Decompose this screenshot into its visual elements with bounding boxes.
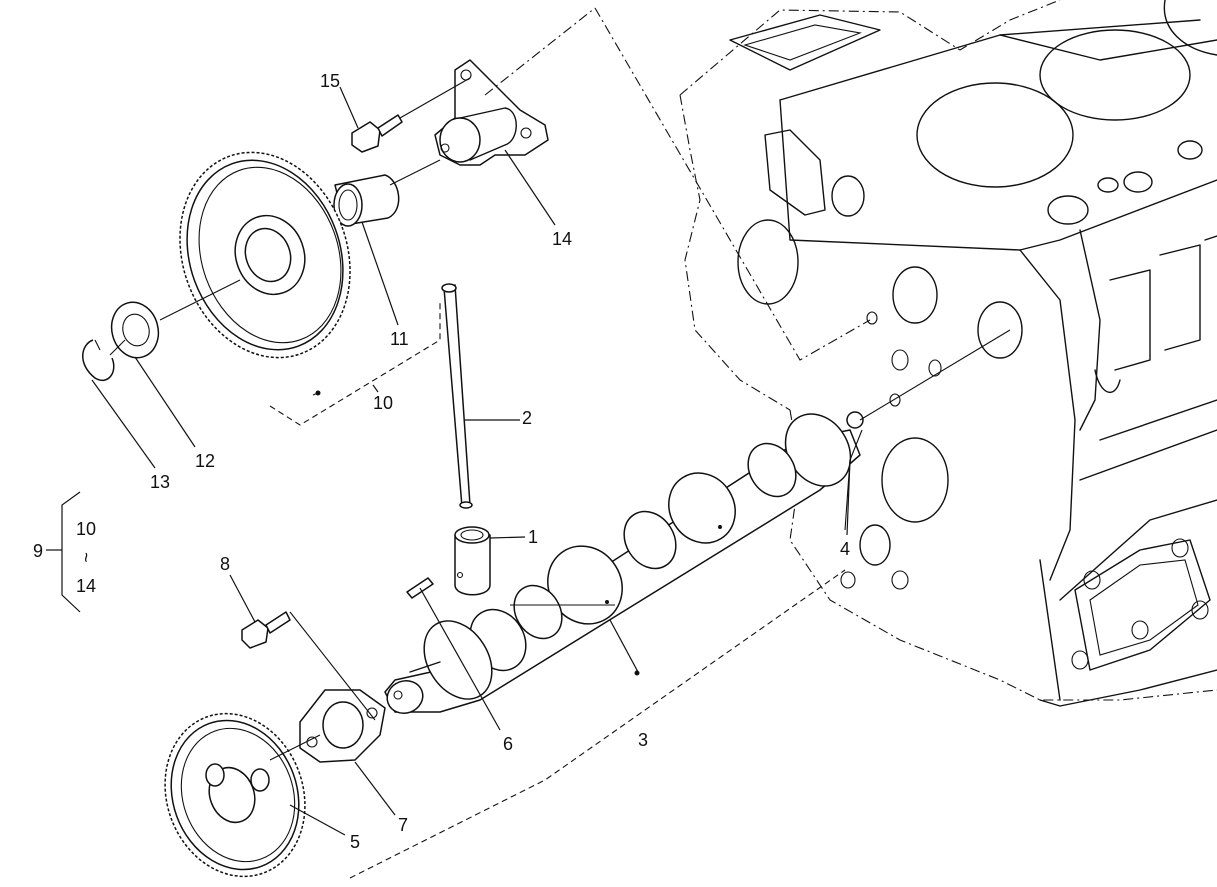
callout-labels: 1 2 3 4 5 6 7 8 10 11 12 13 14 15 [150, 71, 850, 852]
callout-10: 10 [373, 393, 393, 413]
callout-1: 1 [528, 527, 538, 547]
callout-leaders [91, 86, 851, 836]
callout-13: 13 [150, 472, 170, 492]
tappet-holder [434, 59, 549, 166]
snap-ring [82, 339, 115, 381]
callout-2: 2 [522, 408, 532, 428]
group-bracket: 9 10 ~ 14 [33, 491, 96, 613]
cam-gear [164, 712, 306, 878]
group-bracket-label: 9 [33, 541, 43, 561]
camshaft [384, 413, 861, 714]
bolt-15 [351, 114, 403, 153]
bolt-8 [241, 611, 291, 649]
callout-11: 11 [390, 329, 409, 349]
callout-15: 15 [320, 71, 340, 91]
plug [846, 411, 864, 429]
assembly-lines [109, 7, 1011, 879]
push-rod [441, 283, 473, 509]
callout-6: 6 [503, 734, 513, 754]
callout-12: 12 [195, 451, 215, 471]
callout-5: 5 [350, 832, 360, 852]
callout-3: 3 [638, 730, 648, 750]
engine-block [679, 0, 1217, 707]
callout-7: 7 [398, 815, 408, 835]
bushing [333, 174, 400, 227]
callout-4: 4 [840, 539, 850, 559]
group-bracket-to: 14 [76, 576, 96, 596]
thrust-washer [110, 301, 160, 359]
group-bracket-from: 10 [76, 519, 96, 539]
tappet [454, 526, 491, 596]
idle-gear [179, 151, 351, 396]
thrust-plate [299, 689, 386, 763]
callout-8: 8 [220, 554, 230, 574]
callout-14: 14 [552, 229, 572, 249]
group-bracket-tilde: ~ [76, 552, 96, 563]
